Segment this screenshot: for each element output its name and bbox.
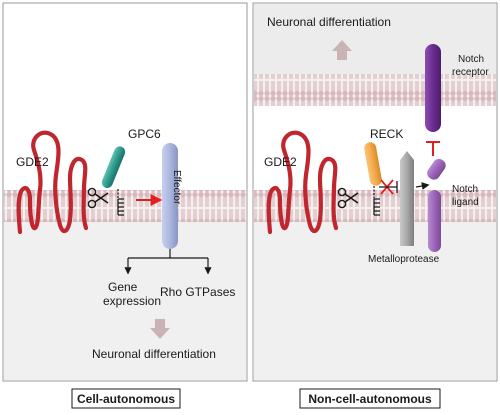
- inhibition-bar-icon: [426, 141, 440, 156]
- caption-left-text: Cell-autonomous: [77, 392, 175, 406]
- outcome-label-right: Neuronal differentiation: [267, 15, 391, 29]
- notch-ligand-protein: [428, 190, 441, 252]
- notch-receptor-label-line2: receptor: [452, 67, 489, 78]
- gde2-protein-right: [266, 130, 339, 235]
- gpi-anchor-icon: [373, 186, 380, 216]
- gene-expression-label-line1: Gene: [108, 280, 138, 294]
- reck-label: RECK: [370, 127, 403, 141]
- caption-left: Cell-autonomous: [71, 388, 181, 409]
- right-upper-membrane: [254, 74, 496, 106]
- rho-gtpases-label: Rho GTPases: [160, 285, 235, 299]
- notch-ligand-fragment: [427, 158, 446, 180]
- effector-protein: [162, 143, 178, 249]
- gene-expression-label-line2: expression: [103, 294, 161, 308]
- right-lower-membrane: [254, 190, 496, 222]
- gde2-label-right: GDE2: [264, 155, 297, 169]
- outcome-label-left: Neuronal differentiation: [92, 347, 216, 361]
- notch-ligand-label-line1: Notch: [452, 184, 478, 195]
- scissors-icon: [87, 187, 109, 209]
- metalloprotease-protein: [400, 151, 414, 246]
- down-flow-arrow-left: [150, 319, 170, 339]
- gde2-protein-left: [16, 130, 89, 235]
- right-lower-cytoplasm: [254, 222, 496, 380]
- branch-arrows: [124, 249, 212, 275]
- notch-receptor-label-line1: Notch: [458, 54, 484, 65]
- left-cytoplasm: [4, 222, 246, 380]
- notch-ligand-label-line2: ligand: [452, 197, 479, 208]
- gde2-label-left: GDE2: [16, 155, 49, 169]
- scissors-icon: [337, 187, 359, 209]
- cleavage-arrow: [415, 182, 430, 190]
- effector-label: Effector: [171, 170, 182, 205]
- right-upper-cell: [254, 4, 496, 74]
- gpc6-label: GPC6: [128, 127, 161, 141]
- caption-right: Non-cell-autonomous: [299, 388, 441, 409]
- gpi-anchor-icon: [117, 189, 124, 216]
- gpc6-protein: [101, 146, 126, 188]
- reck-protein: [364, 142, 382, 186]
- up-flow-arrow-right: [332, 40, 352, 60]
- metalloprotease-label: Metalloprotease: [368, 254, 440, 265]
- left-panel: GDE2 GPC6 Effector Gene expressi: [2, 2, 248, 382]
- left-membrane: [4, 190, 246, 222]
- right-panel: Neuronal differentiation Notch receptor …: [252, 2, 498, 382]
- reck-inhibition-line: [379, 181, 398, 193]
- caption-right-text: Non-cell-autonomous: [308, 392, 432, 406]
- notch-receptor-protein: [425, 44, 441, 132]
